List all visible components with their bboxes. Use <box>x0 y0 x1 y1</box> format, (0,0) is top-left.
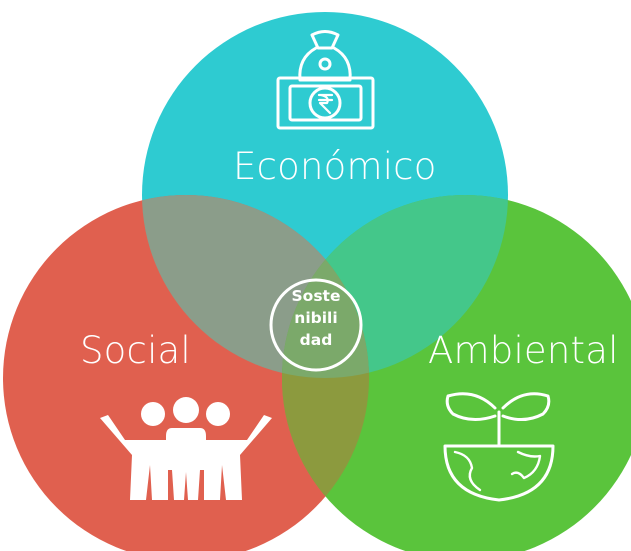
people-group-icon <box>100 397 272 500</box>
money-bag-rupee-icon <box>276 30 375 130</box>
overlap-economic-social <box>142 195 369 378</box>
overlap-economic-environmental <box>282 195 508 378</box>
seedling-globe-icon <box>443 392 555 502</box>
center-ring <box>269 278 363 372</box>
